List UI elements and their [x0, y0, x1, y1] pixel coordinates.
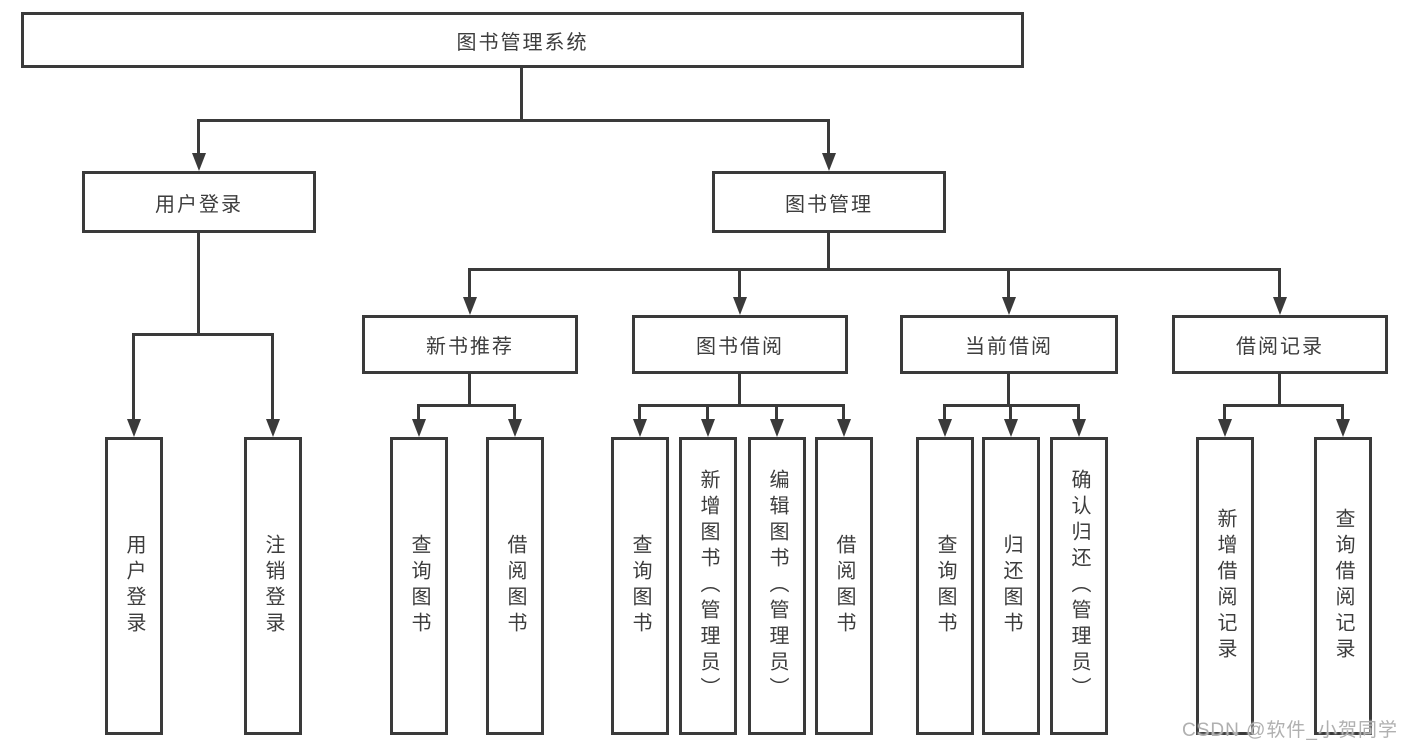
connector-line	[197, 119, 200, 156]
connector-line	[417, 404, 420, 422]
connector-line	[132, 333, 135, 421]
leaf-label: 归还图书	[1000, 534, 1022, 638]
watermark: CSDN @软件_小贺同学	[1182, 720, 1398, 741]
connector-line	[1223, 404, 1226, 422]
connector-line	[1278, 372, 1281, 407]
arrow-down-icon	[1273, 297, 1287, 315]
arrow-down-icon	[633, 419, 647, 437]
connector-line	[638, 404, 641, 422]
arrow-down-icon	[1218, 419, 1232, 437]
node-label: 当前借阅	[965, 336, 1053, 358]
leaf-label: 用户登录	[123, 534, 145, 638]
connector-line	[197, 119, 830, 122]
arrow-down-icon	[1004, 419, 1018, 437]
connector-line	[1009, 404, 1012, 422]
connector-line	[1341, 404, 1344, 422]
leaf-borrow-books-recommend: 借阅图书	[486, 437, 544, 735]
leaf-query-books-borrow: 查询图书	[611, 437, 669, 735]
arrow-down-icon	[463, 297, 477, 315]
arrow-down-icon	[1336, 419, 1350, 437]
arrow-down-icon	[508, 419, 522, 437]
connector-line	[1077, 404, 1080, 422]
leaf-label: 借阅图书	[504, 534, 526, 638]
connector-line	[1278, 268, 1281, 300]
connector-line	[197, 233, 200, 336]
leaf-add-borrow-record: 新增借阅记录	[1196, 437, 1254, 735]
node-book-borrow: 图书借阅	[632, 315, 848, 374]
leaf-label: 新增图书（管理员）	[697, 469, 719, 703]
connector-line	[775, 404, 778, 422]
arrow-down-icon	[266, 419, 280, 437]
connector-line	[417, 404, 516, 407]
leaf-query-borrow-record: 查询借阅记录	[1314, 437, 1372, 735]
leaf-label: 借阅图书	[833, 534, 855, 638]
arrow-down-icon	[822, 153, 836, 171]
connector-line	[520, 68, 523, 121]
arrow-down-icon	[701, 419, 715, 437]
leaf-edit-books-admin: 编辑图书（管理员）	[748, 437, 806, 735]
leaf-label: 注销登录	[262, 534, 284, 638]
leaf-user-login: 用户登录	[105, 437, 163, 735]
node-borrow-records: 借阅记录	[1172, 315, 1388, 374]
leaf-label: 新增借阅记录	[1214, 508, 1236, 664]
arrow-down-icon	[837, 419, 851, 437]
leaf-query-books-recommend: 查询图书	[390, 437, 448, 735]
arrow-down-icon	[733, 297, 747, 315]
node-label: 用户登录	[155, 193, 243, 216]
leaf-label: 查询图书	[629, 534, 651, 638]
leaf-add-books-admin: 新增图书（管理员）	[679, 437, 737, 735]
node-book-management: 图书管理	[712, 171, 946, 233]
leaf-query-books-current: 查询图书	[916, 437, 974, 735]
connector-line	[132, 333, 274, 336]
leaf-label: 查询图书	[934, 534, 956, 638]
connector-line	[638, 404, 845, 407]
connector-line	[827, 233, 830, 271]
node-new-book-recommend: 新书推荐	[362, 315, 578, 374]
leaf-confirm-return-admin: 确认归还（管理员）	[1050, 437, 1108, 735]
leaf-label: 查询图书	[408, 534, 430, 638]
node-label: 图书管理	[785, 193, 873, 216]
arrow-down-icon	[1002, 297, 1016, 315]
connector-line	[468, 372, 471, 407]
node-root-label: 图书管理系统	[456, 31, 589, 54]
node-current-borrow: 当前借阅	[900, 315, 1118, 374]
connector-line	[468, 268, 471, 300]
connector-line	[738, 372, 741, 407]
node-label: 新书推荐	[426, 336, 514, 358]
leaf-return-books: 归还图书	[982, 437, 1040, 735]
arrow-down-icon	[1072, 419, 1086, 437]
connector-line	[1007, 372, 1010, 407]
connector-line	[738, 268, 741, 300]
arrow-down-icon	[127, 419, 141, 437]
node-user-login: 用户登录	[82, 171, 316, 233]
arrow-down-icon	[192, 153, 206, 171]
arrow-down-icon	[938, 419, 952, 437]
leaf-logout: 注销登录	[244, 437, 302, 735]
leaf-label: 确认归还（管理员）	[1068, 469, 1090, 703]
connector-line	[706, 404, 709, 422]
node-label: 图书借阅	[696, 336, 784, 358]
connector-line	[468, 268, 1281, 271]
arrow-down-icon	[770, 419, 784, 437]
connector-line	[1007, 268, 1010, 300]
leaf-borrow-books: 借阅图书	[815, 437, 873, 735]
leaf-label: 查询借阅记录	[1332, 508, 1354, 664]
connector-line	[513, 404, 516, 422]
connector-line	[271, 333, 274, 421]
arrow-down-icon	[412, 419, 426, 437]
connector-line	[1223, 404, 1344, 407]
connector-line	[842, 404, 845, 422]
connector-line	[827, 119, 830, 156]
node-label: 借阅记录	[1236, 336, 1324, 358]
leaf-label: 编辑图书（管理员）	[766, 469, 788, 703]
connector-line	[943, 404, 946, 422]
node-root: 图书管理系统	[21, 12, 1024, 68]
